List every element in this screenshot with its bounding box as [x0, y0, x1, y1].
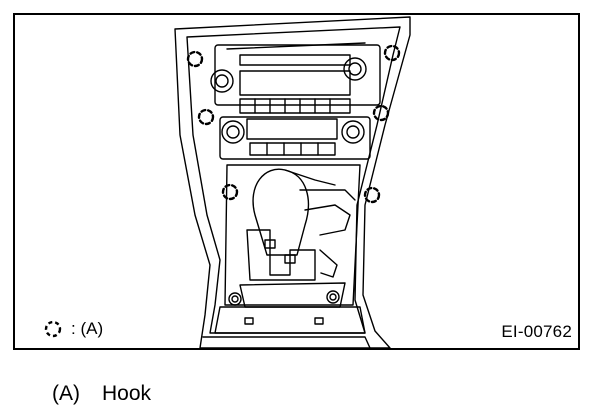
figure-code: EI-00762 [501, 322, 572, 341]
knob-upper-left [210, 69, 234, 93]
hook-marker [186, 50, 204, 68]
hook-marker [197, 108, 215, 126]
climate-unit [219, 116, 371, 160]
screw-right [326, 290, 340, 304]
shift-knob [252, 168, 309, 256]
legend: : (A) [43, 319, 103, 339]
shift-boot-base [239, 282, 346, 308]
console-panel-drawing [174, 16, 411, 348]
cd-slot [239, 54, 351, 66]
knob-upper-right [343, 57, 367, 81]
shift-gate [246, 229, 316, 281]
knob-lower-left [221, 120, 245, 144]
hook-marker [363, 186, 381, 204]
shift-panel [224, 164, 361, 306]
hook-markers [186, 44, 401, 204]
console-bezel-outer [174, 16, 411, 348]
caption: (A) Hook [52, 382, 151, 406]
figure-frame: : (A) EI-00762 [13, 13, 580, 350]
hook-marker [383, 44, 401, 62]
display-lower [246, 118, 338, 140]
screw-left [228, 292, 242, 306]
hook-marker [221, 183, 239, 201]
console-tray [214, 306, 366, 334]
knob-lower-right [341, 120, 365, 144]
display-upper [239, 70, 351, 96]
hook-marker [372, 104, 390, 122]
button-row-upper [239, 98, 351, 114]
caption-key: (A) [52, 382, 80, 405]
console-bezel-inner [186, 26, 401, 334]
hook-symbol-icon [44, 320, 62, 338]
button-row-lower [249, 142, 336, 156]
audio-unit-upper [214, 44, 381, 106]
caption-label: Hook [102, 382, 152, 405]
legend-text: : (A) [71, 319, 104, 338]
